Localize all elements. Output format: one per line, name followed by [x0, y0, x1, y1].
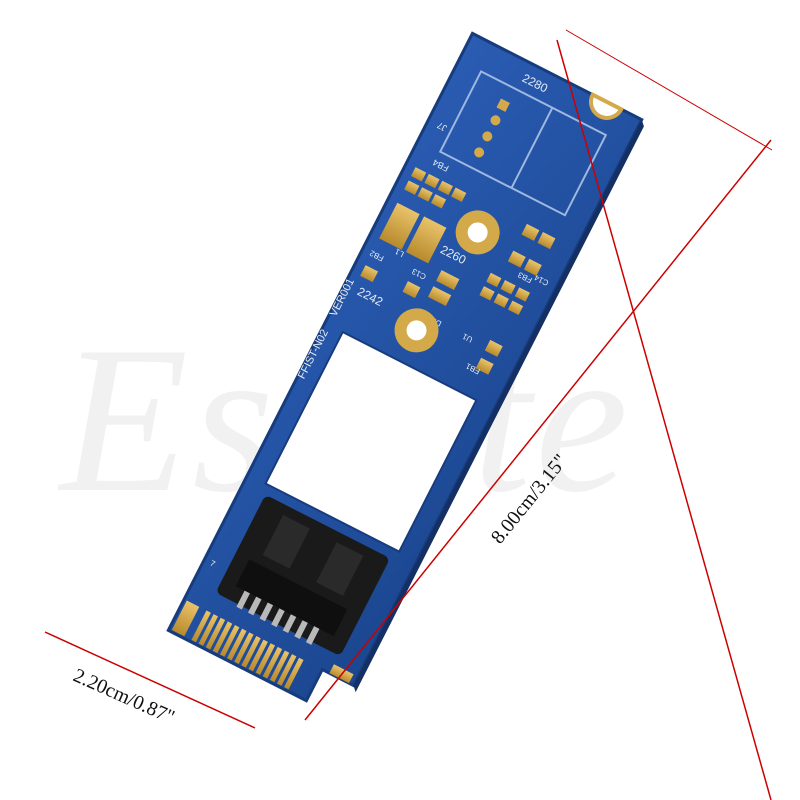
- width-dimension-label: 2.20cm/0.87": [70, 664, 178, 728]
- label-j7: J7: [435, 120, 448, 133]
- mount-notch: [589, 91, 624, 120]
- label-u1: U1: [460, 331, 474, 344]
- length-dimension-line-main: [304, 139, 772, 721]
- length-dimension-line: [556, 39, 772, 800]
- smd-pads: [360, 167, 556, 375]
- sata-connector: [217, 496, 389, 655]
- pcb-edge: [353, 119, 644, 693]
- label-pin-7: 7: [209, 559, 218, 569]
- j7-pins: [474, 98, 510, 158]
- length-dimension-end-top: [565, 29, 773, 151]
- j7-outline: [438, 70, 608, 217]
- length-dimension-label: 8.00cm/3.15": [487, 450, 572, 548]
- edge-connector-fingers: [171, 600, 354, 690]
- board-cutout: [264, 330, 478, 553]
- width-dimension-line: [44, 631, 256, 729]
- m2-adapter-board: 2280 J7 FB4 2260: [166, 31, 644, 703]
